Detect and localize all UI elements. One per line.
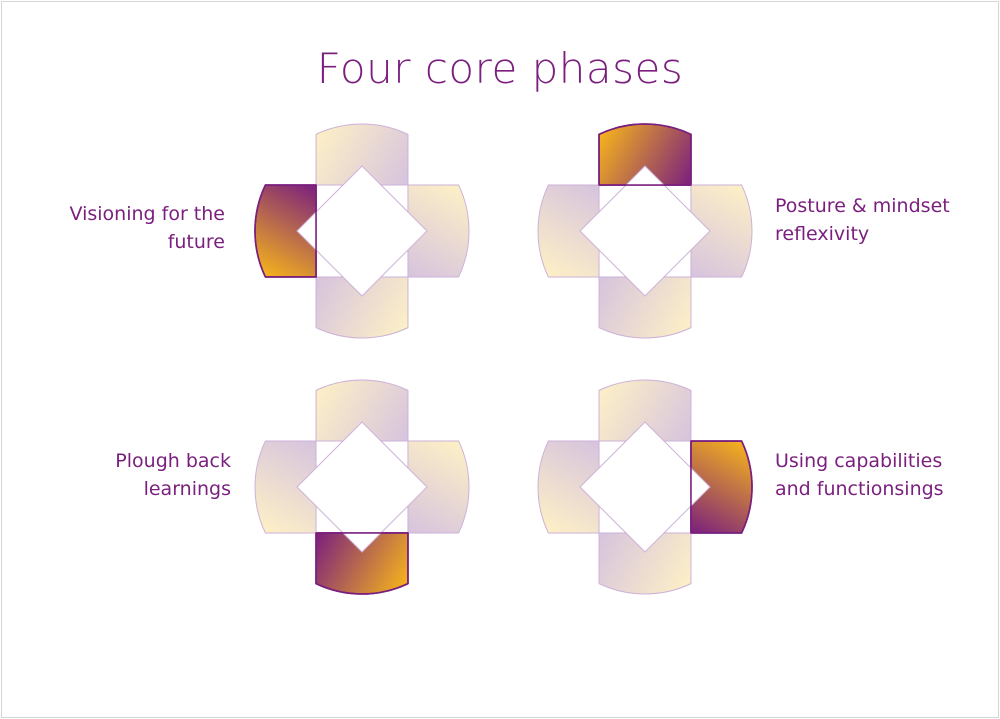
center-diamond: [296, 165, 428, 297]
phase-label-line: Posture & mindset: [775, 195, 950, 217]
phase-wheel-plough-back: [254, 379, 470, 595]
segment-right: [690, 184, 753, 278]
center-diamond: [296, 421, 428, 553]
phase-wheel-capabilities: [537, 379, 753, 595]
phase-label-line: Plough back: [115, 450, 231, 472]
phase-label-line: Using capabilities: [775, 450, 943, 472]
segment-right: [407, 440, 470, 534]
phase-wheel-visioning: [254, 123, 470, 339]
phase-label-line: future: [167, 231, 225, 253]
segment-left: [537, 184, 600, 278]
phase-label-visioning: Visioning for the future: [70, 200, 225, 256]
segment-bottom: [315, 276, 409, 339]
diagram-title: Four core phases: [316, 44, 684, 93]
segment-bottom: [598, 276, 692, 339]
phase-label-plough-back: Plough back learnings: [115, 447, 231, 503]
highlight-outline-bottom: [315, 532, 409, 595]
phase-label-line: and functionsings: [775, 478, 944, 500]
phase-wheel-posture: [537, 123, 753, 339]
center-diamond: [579, 165, 711, 297]
highlight-outline-top: [598, 123, 692, 186]
phase-label-line: reflexivity: [775, 223, 870, 245]
highlight-outline-right: [690, 440, 753, 534]
segment-left: [254, 440, 317, 534]
phase-label-capabilities: Using capabilities and functionsings: [775, 447, 944, 503]
segment-top: [315, 123, 409, 186]
phase-label-line: Visioning for the: [69, 203, 225, 225]
highlight-outline-left: [254, 184, 317, 278]
segment-right: [407, 184, 470, 278]
segment-left: [537, 440, 600, 534]
center-diamond: [579, 421, 711, 553]
segment-top: [598, 379, 692, 442]
phase-label-posture: Posture & mindset reflexivity: [775, 192, 950, 248]
segment-bottom: [598, 532, 692, 595]
segment-top: [315, 379, 409, 442]
phase-label-line: learnings: [143, 478, 231, 500]
